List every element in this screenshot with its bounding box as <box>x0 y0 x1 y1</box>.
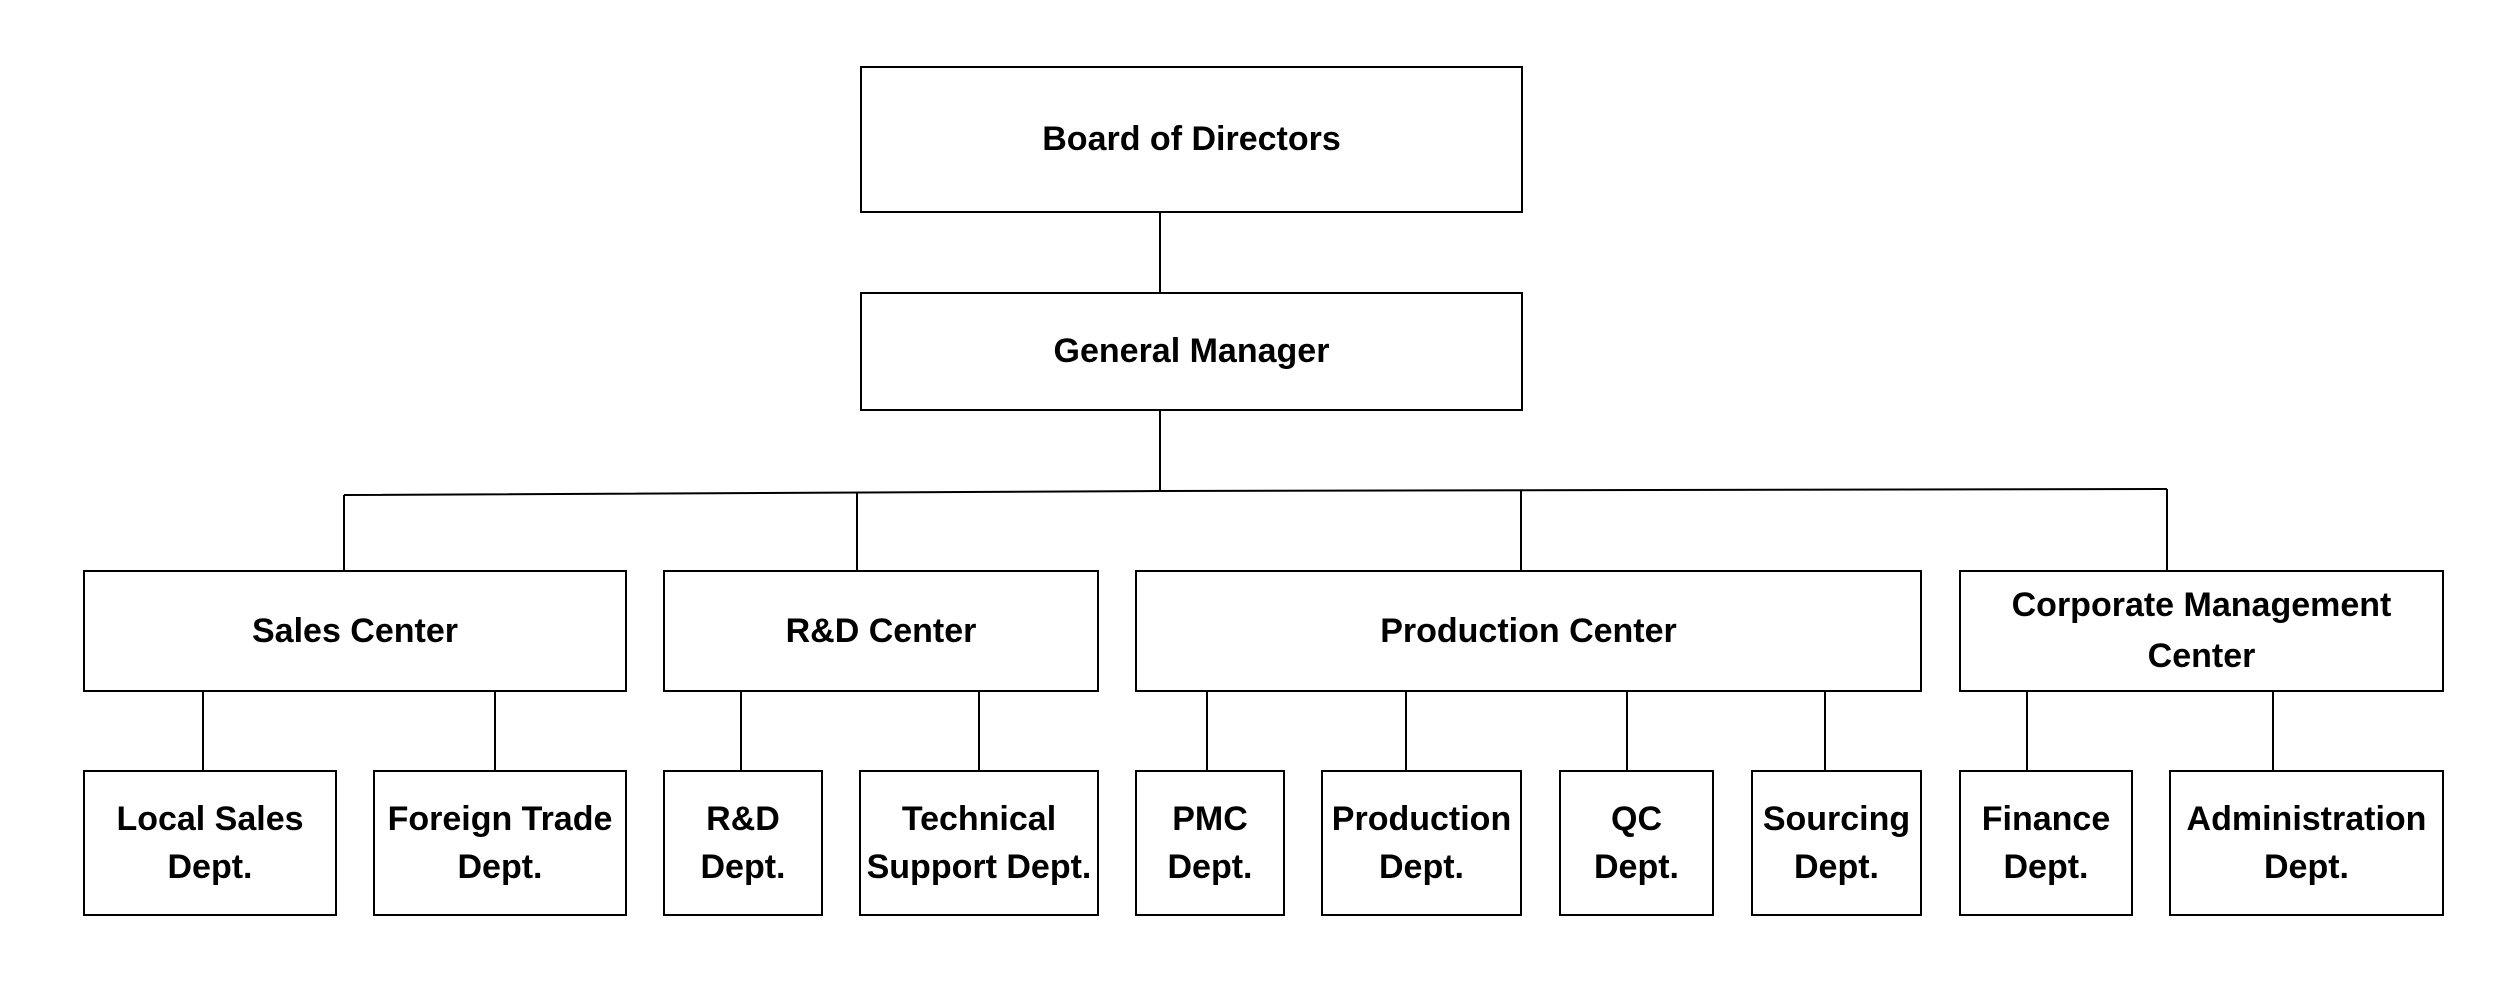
rd-dept-label: R&D Dept. <box>700 799 786 886</box>
sales-center-box: Sales Center <box>83 570 627 692</box>
board-of-directors-box: Board of Directors <box>860 66 1523 213</box>
pmc-dept-label: PMC Dept. <box>1167 799 1253 886</box>
pmc-dept-box: PMC Dept. <box>1135 770 1285 916</box>
qc-dept-label: QC Dept. <box>1594 799 1679 886</box>
board-of-directors-label: Board of Directors <box>1042 120 1341 158</box>
rd-dept-box: R&D Dept. <box>663 770 823 916</box>
general-manager-label: General Manager <box>1053 332 1330 370</box>
production-center-label: Production Center <box>1380 611 1677 650</box>
administration-dept-label: Administration Dept. <box>2186 799 2427 886</box>
technical-support-dept-label: Technical Support Dept. <box>866 799 1092 886</box>
rd-center-box: R&D Center <box>663 570 1099 692</box>
rd-center-label: R&D Center <box>785 611 977 650</box>
foreign-trade-dept-box: Foreign Trade Dept. <box>373 770 627 916</box>
local-sales-dept-label: Local Sales Dept. <box>116 799 304 886</box>
connector-bus <box>343 488 2168 496</box>
finance-dept-box: Finance Dept. <box>1959 770 2133 916</box>
administration-dept-box: Administration Dept. <box>2169 770 2444 916</box>
general-manager-box: General Manager <box>860 292 1523 411</box>
technical-support-dept-box: Technical Support Dept. <box>859 770 1099 916</box>
corporate-management-center-box: Corporate Management Center <box>1959 570 2444 692</box>
production-dept-box: Production Dept. <box>1321 770 1522 916</box>
sourcing-dept-box: Sourcing Dept. <box>1751 770 1922 916</box>
finance-dept-label: Finance Dept. <box>1981 799 2111 886</box>
foreign-trade-dept-label: Foreign Trade Dept. <box>387 799 613 886</box>
sourcing-dept-label: Sourcing Dept. <box>1762 799 1911 886</box>
sales-center-label: Sales Center <box>252 611 458 650</box>
corporate-management-center-label: Corporate Management Center <box>2011 586 2392 675</box>
qc-dept-box: QC Dept. <box>1559 770 1714 916</box>
production-center-box: Production Center <box>1135 570 1922 692</box>
production-dept-label: Production Dept. <box>1331 799 1512 886</box>
local-sales-dept-box: Local Sales Dept. <box>83 770 337 916</box>
